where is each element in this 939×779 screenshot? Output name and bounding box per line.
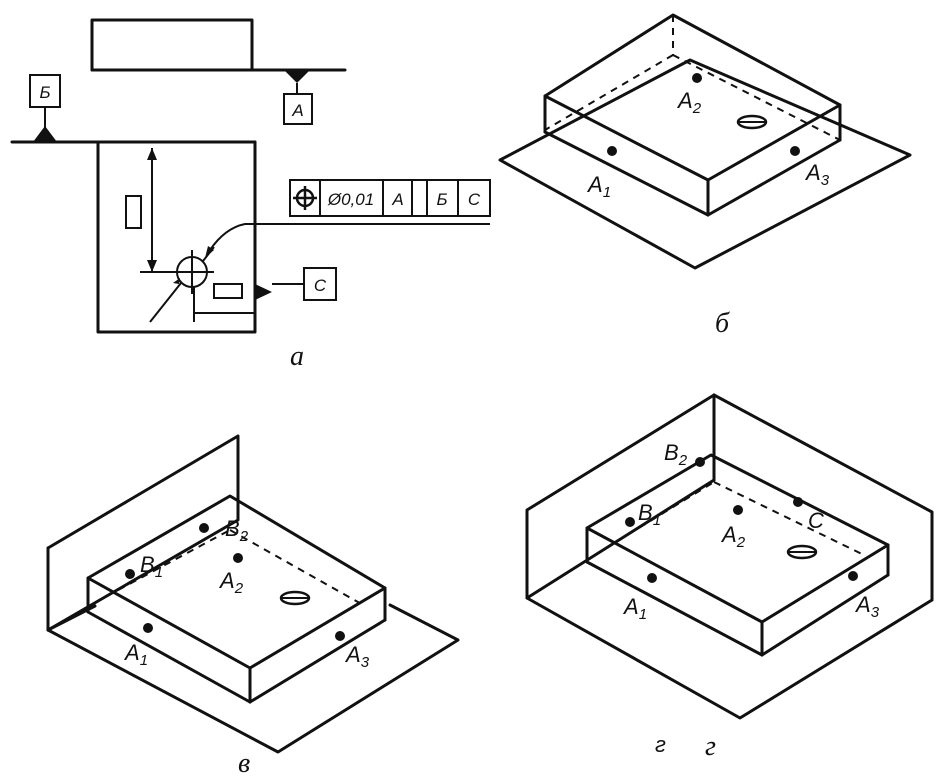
datum-c-letter: C: [314, 276, 327, 295]
label-a2: A2: [720, 522, 746, 551]
label-a1: A1: [123, 640, 148, 669]
point-a3: [790, 146, 800, 156]
point-c: [793, 497, 803, 507]
point-a2: [733, 505, 743, 515]
back-wall: [46, 434, 240, 632]
base-plane: [498, 58, 912, 270]
datum-a-box: [283, 93, 313, 125]
label-a3: A3: [854, 592, 880, 621]
label-b2: B2: [225, 516, 249, 545]
label-a3: A3: [344, 642, 370, 671]
diameter-arrow: [149, 282, 182, 323]
dimension-value-box: [125, 195, 142, 229]
panel-v-caption: в: [238, 748, 250, 779]
frame-ref-1: A: [391, 190, 403, 209]
point-b1: [625, 517, 635, 527]
point-a1: [647, 573, 657, 583]
datum-c-triangle: [255, 284, 272, 300]
panel-g: B2 B1 A2 C A1 A3 г г: [525, 393, 934, 762]
point-a1: [607, 146, 617, 156]
base-plane: [46, 603, 460, 754]
datum-a-triangle: [284, 70, 310, 83]
stray-mark: г: [655, 732, 666, 757]
label-c: C: [808, 508, 824, 533]
tolerance-value: Ø0,01: [327, 190, 374, 209]
right-wall: [712, 393, 934, 602]
datum-c-box: [303, 267, 337, 301]
datum-b-letter: Б: [39, 83, 50, 102]
point-b1: [125, 569, 135, 579]
point-b2: [199, 523, 209, 533]
label-b1: B1: [638, 500, 661, 529]
panel-g-caption: г: [705, 731, 716, 762]
label-b2: B2: [664, 440, 688, 469]
point-a2: [233, 553, 243, 563]
top-part: [90, 18, 254, 72]
panel-a: A Б: [10, 18, 491, 372]
panel-a-caption: а: [290, 341, 304, 372]
frame-ref-3: C: [468, 190, 481, 209]
point-b2: [695, 457, 705, 467]
point-a3: [848, 571, 858, 581]
label-a2: A2: [676, 88, 702, 117]
label-a3: A3: [804, 160, 830, 189]
point-a2: [692, 73, 702, 83]
feature-control-frame: Ø0,01 A Б C: [289, 179, 491, 217]
panel-b: A2 A1 A3 б: [498, 13, 912, 339]
frame-ref-2: Б: [436, 190, 447, 209]
label-a1: A1: [586, 172, 611, 201]
panel-b-caption: б: [715, 308, 730, 339]
label-a1: A1: [622, 594, 647, 623]
position-tolerance-icon: [293, 186, 317, 210]
datum-a-letter: A: [291, 101, 303, 120]
datum-b-triangle: [33, 126, 57, 142]
leader-line: [209, 223, 490, 251]
plate: [96, 140, 257, 334]
point-a3: [335, 631, 345, 641]
base-plane: [525, 596, 934, 720]
point-a1: [143, 623, 153, 633]
left-wall: [525, 393, 716, 600]
label-a2: A2: [218, 568, 244, 597]
panel-v: B1 B2 A2 A1 A3 в: [46, 434, 460, 779]
label-b1: B1: [140, 552, 163, 581]
